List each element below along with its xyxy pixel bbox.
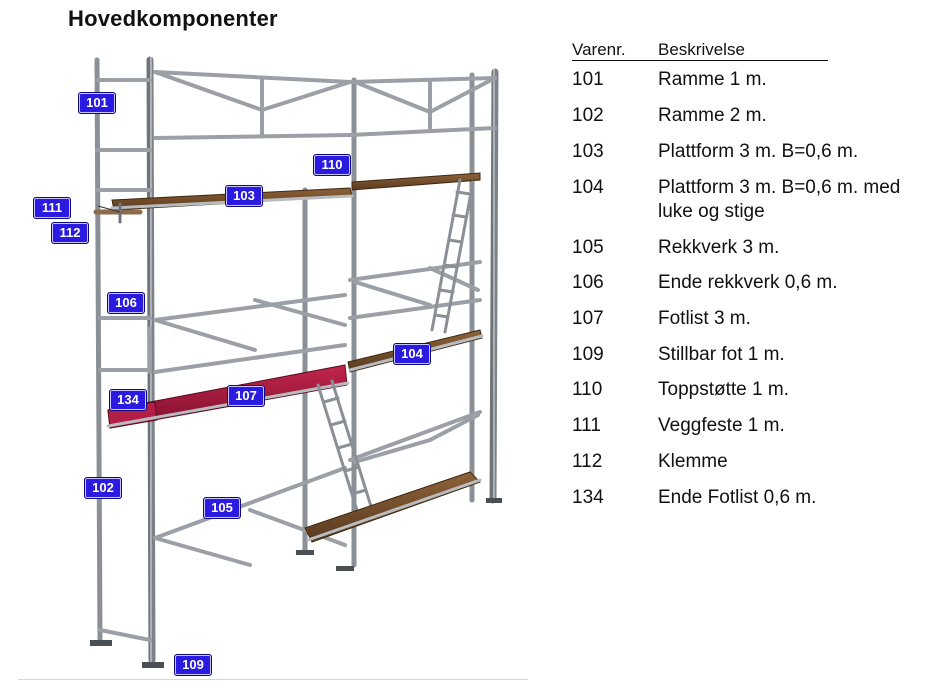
legend-code: 107 xyxy=(572,308,604,329)
callout-110: 110 xyxy=(313,154,351,176)
legend-header-id: Varenr. xyxy=(572,40,626,59)
front-uprights xyxy=(146,56,499,664)
legend-code: 105 xyxy=(572,237,604,258)
page-title: Hovedkomponenter xyxy=(68,6,278,31)
legend-code: 104 xyxy=(572,177,604,198)
legend-code: 106 xyxy=(572,272,604,293)
legend-code: 109 xyxy=(572,344,604,365)
callout-103: 103 xyxy=(225,185,263,207)
legend-desc: Rekkverk 3 m. xyxy=(658,237,780,258)
callout-134: 134 xyxy=(109,389,147,411)
legend-desc: Klemme xyxy=(658,451,728,472)
scaffold-diagram xyxy=(90,56,502,668)
callout-107: 107 xyxy=(227,385,265,407)
legend-desc: Plattform 3 m. B=0,6 m. med luke og stig… xyxy=(658,177,901,222)
legend-desc: Ramme 1 m. xyxy=(658,69,767,90)
legend-header-desc: Beskrivelse xyxy=(658,40,745,59)
top-rails xyxy=(95,70,497,192)
callout-101: 101 xyxy=(78,92,116,114)
ladder-lower xyxy=(316,379,376,522)
legend-desc: Toppstøtte 1 m. xyxy=(658,379,789,400)
legend-code: 134 xyxy=(572,487,604,508)
callout-112: 112 xyxy=(51,222,89,244)
callout-leaders xyxy=(97,205,121,213)
platform-upper-right xyxy=(351,172,481,191)
callout-102: 102 xyxy=(84,477,122,499)
callout-109: 109 xyxy=(174,654,212,676)
legend-code: 111 xyxy=(572,415,601,436)
legend-desc: Ramme 2 m. xyxy=(658,105,767,126)
legend-desc: Ende Fotlist 0,6 m. xyxy=(658,487,817,508)
legend-desc: Plattform 3 m. B=0,6 m. xyxy=(658,141,859,162)
legend-code: 110 xyxy=(572,379,603,400)
legend-desc: Fotlist 3 m. xyxy=(658,308,751,329)
bottom-divider xyxy=(18,679,528,680)
legend-code: 102 xyxy=(572,105,604,126)
callout-111: 111 xyxy=(33,197,71,219)
legend-code: 101 xyxy=(572,69,604,90)
component-legend: Varenr. Beskrivelse 101 Ramme 1 m. 102 R… xyxy=(572,40,932,508)
callout-106: 106 xyxy=(107,292,145,314)
base-plates-109 xyxy=(90,498,502,668)
callout-105: 105 xyxy=(203,497,241,519)
scaffold-frame xyxy=(90,56,502,668)
lower-rails xyxy=(98,410,482,642)
ladder-upper xyxy=(430,178,475,334)
legend-code: 103 xyxy=(572,141,604,162)
legend-desc: Veggfeste 1 m. xyxy=(658,415,785,436)
callout-104: 104 xyxy=(393,343,431,365)
legend-header-underline xyxy=(572,60,828,61)
legend-desc: Stillbar fot 1 m. xyxy=(658,344,785,365)
legend-desc: Ende rekkverk 0,6 m. xyxy=(658,272,838,293)
legend-header: Varenr. Beskrivelse xyxy=(572,40,932,62)
legend-code: 112 xyxy=(572,451,603,472)
